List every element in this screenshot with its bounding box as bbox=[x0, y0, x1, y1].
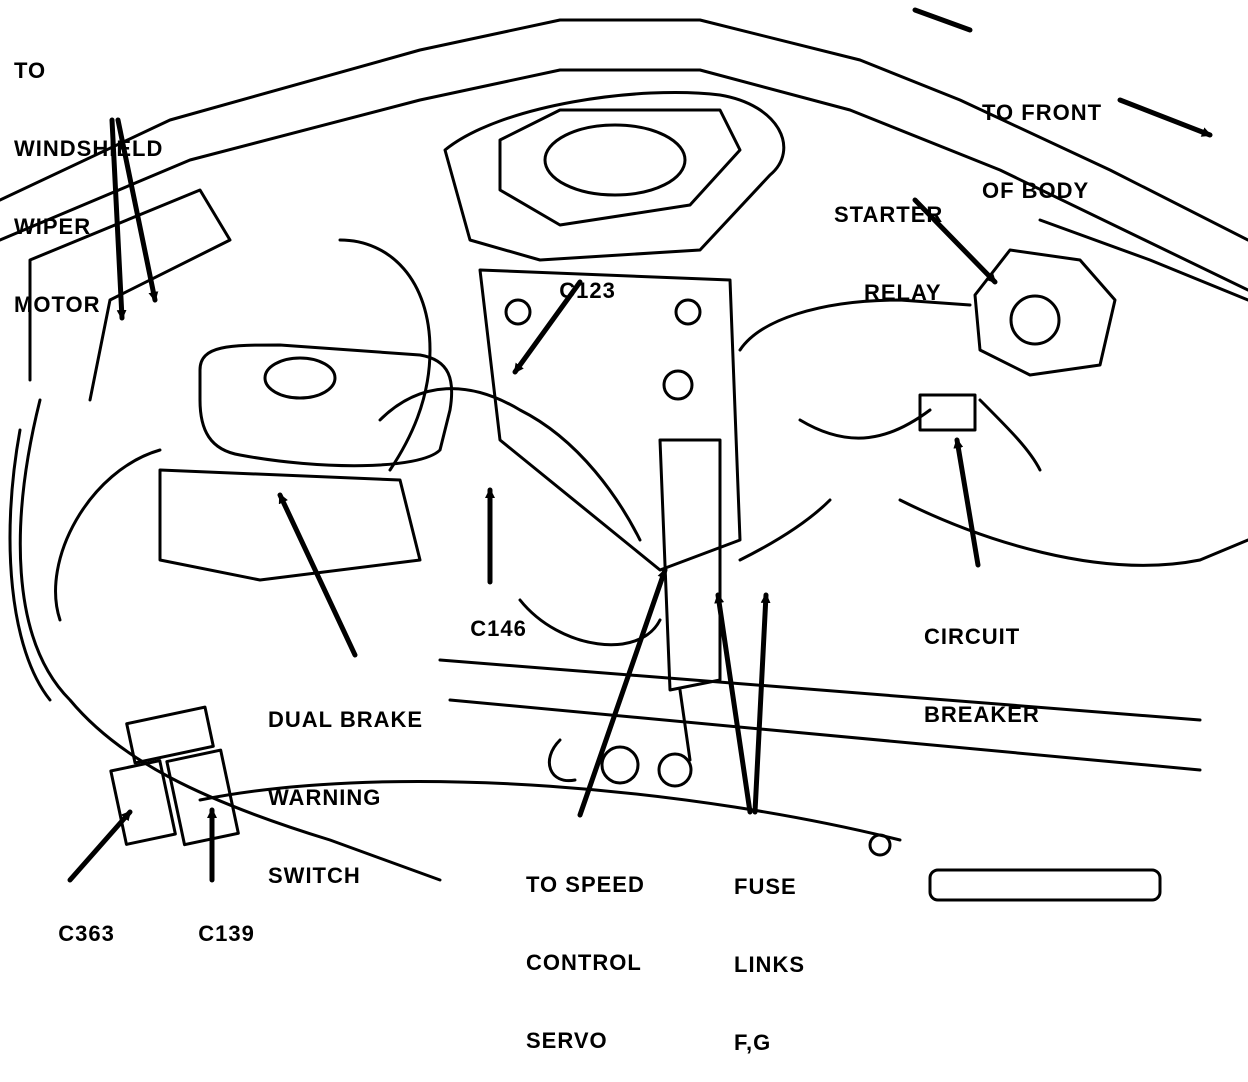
wire-to-fuses bbox=[738, 498, 832, 562]
label-line: LINKS bbox=[734, 952, 805, 977]
arrow-brake bbox=[277, 492, 358, 658]
label-line: C363 bbox=[58, 921, 115, 946]
mounting-bracket bbox=[478, 268, 742, 572]
arrow-c123 bbox=[512, 279, 583, 375]
arrow-c363 bbox=[67, 809, 133, 883]
wire-right-lower bbox=[978, 398, 1042, 472]
label-line: SWITCH bbox=[268, 863, 361, 888]
arrow-front-dash bbox=[912, 7, 973, 33]
engine-compartment-diagram: TO WINDSHIELD WIPER MOTOR TO FRONT OF BO… bbox=[0, 6, 1248, 1055]
label-line: F,G bbox=[734, 1030, 772, 1055]
label-speed-control-servo: TO SPEED CONTROL SERVO bbox=[526, 820, 645, 1080]
label-line: FUSE bbox=[734, 874, 797, 899]
reservoir-cap bbox=[263, 356, 337, 400]
label-circuit-breaker: CIRCUIT BREAKER bbox=[924, 572, 1040, 754]
label-fuse-links: FUSE LINKS F,G bbox=[734, 822, 805, 1082]
arrow-wiper-2 bbox=[115, 117, 159, 303]
label-dual-brake-warning-switch: DUAL BRAKE WARNING SWITCH bbox=[268, 655, 423, 915]
connector-top-left bbox=[125, 705, 215, 765]
label-line: MOTOR bbox=[14, 292, 101, 317]
arrow-starter bbox=[912, 197, 998, 285]
strut-eye bbox=[657, 752, 693, 788]
label-line: BREAKER bbox=[924, 702, 1040, 727]
wire-loop bbox=[518, 598, 662, 647]
shock-tower-hole bbox=[543, 123, 687, 197]
starter-relay-body bbox=[973, 248, 1117, 377]
strut-rod bbox=[658, 438, 722, 692]
label-c139: C139 bbox=[184, 895, 255, 947]
label-starter-relay: STARTER RELAY bbox=[834, 150, 943, 332]
cowl-panel bbox=[0, 18, 1248, 242]
label-line: WINDSHIELD bbox=[14, 136, 164, 161]
master-cylinder-body bbox=[158, 468, 422, 582]
arrow-wiper-1 bbox=[109, 117, 127, 321]
label-line: C146 bbox=[470, 616, 527, 641]
label-line: DUAL BRAKE bbox=[268, 707, 424, 732]
strut-link bbox=[678, 688, 692, 762]
small-round-1 bbox=[600, 745, 640, 785]
circuit-breaker-body bbox=[918, 393, 977, 432]
wiring-harness-upper bbox=[338, 238, 432, 472]
wiring-harness-center bbox=[378, 387, 642, 542]
fender-edge-lower bbox=[438, 658, 1202, 722]
connector-c139 bbox=[165, 748, 240, 847]
label-line: TO SPEED bbox=[526, 872, 645, 897]
label-front-of-body: TO FRONT OF BODY bbox=[982, 48, 1102, 230]
bolt-2 bbox=[674, 298, 702, 326]
arrow-front bbox=[1117, 97, 1213, 138]
label-line: RELAY bbox=[864, 280, 942, 305]
label-line: C123 bbox=[559, 278, 616, 303]
label-c363: C363 bbox=[44, 895, 115, 947]
label-line: CIRCUIT bbox=[924, 624, 1021, 649]
panel-slot bbox=[928, 868, 1162, 902]
fender-top-right bbox=[1038, 218, 1248, 302]
firewall-left bbox=[28, 188, 232, 402]
wiring-harness-right bbox=[738, 298, 972, 352]
wiring-harness-left-2 bbox=[8, 428, 52, 702]
label-line: C139 bbox=[198, 921, 255, 946]
radiator-support bbox=[898, 498, 1248, 567]
arrow-speed bbox=[577, 567, 668, 818]
line-art bbox=[0, 7, 1248, 902]
label-c146: C146 bbox=[456, 590, 527, 642]
master-cylinder-reservoir bbox=[198, 343, 454, 468]
brake-booster bbox=[54, 448, 162, 622]
label-line: STARTER bbox=[834, 202, 944, 227]
label-wiper-motor: TO WINDSHIELD WIPER MOTOR bbox=[14, 6, 163, 344]
label-line: WARNING bbox=[268, 785, 382, 810]
connector-c363 bbox=[109, 759, 177, 846]
label-line: SERVO bbox=[526, 1028, 608, 1053]
fender-edge-lower-2 bbox=[448, 698, 1202, 772]
bolt-3 bbox=[662, 369, 694, 401]
label-line: CONTROL bbox=[526, 950, 642, 975]
label-line: OF BODY bbox=[982, 178, 1090, 203]
label-c123: C123 bbox=[545, 252, 616, 304]
panel-hole bbox=[868, 833, 892, 857]
shock-tower bbox=[443, 90, 786, 262]
label-line: TO FRONT bbox=[982, 100, 1103, 125]
label-line: TO bbox=[14, 58, 47, 83]
shock-tower-plate bbox=[498, 108, 742, 227]
arrow-breaker bbox=[953, 437, 981, 568]
arrow-fuse-1 bbox=[714, 592, 753, 815]
label-line: WIPER bbox=[14, 214, 92, 239]
bolt-1 bbox=[504, 298, 532, 326]
cowl-inner bbox=[0, 68, 1248, 292]
wire-to-breaker bbox=[798, 408, 932, 440]
arrow-fuse-2 bbox=[752, 592, 771, 815]
floor-edge bbox=[198, 779, 902, 842]
small-curve-1 bbox=[547, 738, 577, 783]
